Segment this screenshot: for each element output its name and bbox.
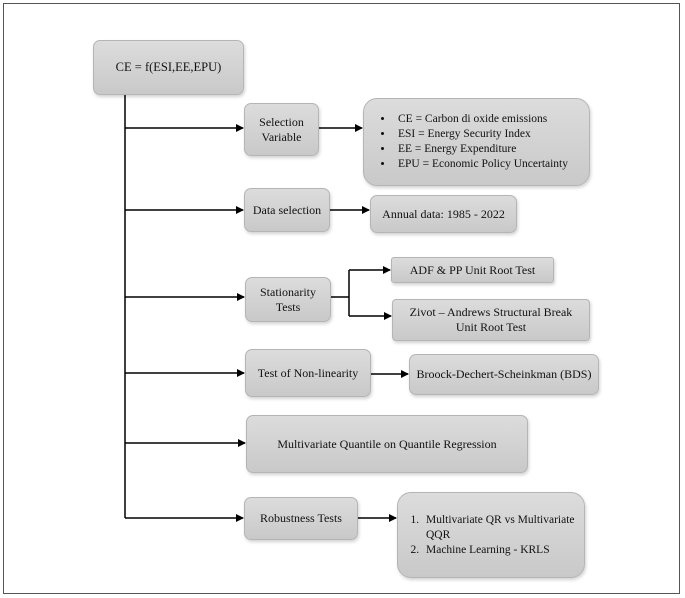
selection-variable-box: Selection Variable: [244, 103, 319, 156]
bds-label: Broock-Dechert-Scheinkman (BDS): [416, 367, 592, 381]
annual-data-label: Annual data: 1985 - 2022: [382, 206, 505, 221]
variable-esi: ESI = Energy Security Index: [394, 127, 568, 142]
zivot-andrews-box: Zivot – Andrews Structural Break Unit Ro…: [392, 299, 590, 341]
robustness-tests-label: Robustness Tests: [260, 511, 342, 525]
adf-pp-box: ADF & PP Unit Root Test: [391, 257, 554, 283]
variable-ce: CE = Carbon di oxide emissions: [394, 112, 568, 127]
stationarity-line-1: Stationarity: [260, 284, 316, 299]
mqqr-label: Multivariate Quantile on Quantile Regres…: [277, 436, 497, 451]
zivot-andrews-line-1: Zivot – Andrews Structural Break: [409, 305, 573, 319]
variable-epu: EPU = Economic Policy Uncertainty: [394, 157, 568, 172]
data-selection-label: Data selection: [252, 202, 322, 217]
annual-data-box: Annual data: 1985 - 2022: [370, 195, 517, 233]
non-linearity-box: Test of Non-linearity: [245, 349, 371, 397]
stationarity-tests-box: Stationarity Tests: [245, 277, 331, 322]
robustness-tests-box: Robustness Tests: [244, 497, 358, 540]
selection-variable-line-1: Selection: [259, 114, 304, 129]
zivot-andrews-line-2: Unit Root Test: [455, 320, 527, 334]
variables-definition-box: CE = Carbon di oxide emissions ESI = Ene…: [363, 98, 590, 186]
data-selection-box: Data selection: [244, 188, 330, 232]
stationarity-line-2: Tests: [275, 299, 301, 314]
selection-variable-line-2: Variable: [261, 129, 302, 144]
adf-pp-label: ADF & PP Unit Root Test: [409, 262, 536, 277]
robustness-methods-box: Multivariate QR vs Multivariate QQR Mach…: [397, 492, 585, 578]
root-equation-box: CE = f(ESI,EE,EPU): [93, 40, 244, 95]
robustness-methods-list: Multivariate QR vs Multivariate QQR Mach…: [398, 513, 584, 558]
bds-box: Broock-Dechert-Scheinkman (BDS): [409, 354, 599, 395]
variables-list: CE = Carbon di oxide emissions ESI = Ene…: [364, 112, 568, 172]
root-equation: CE = f(ESI,EE,EPU): [115, 60, 222, 74]
robustness-method-2: Machine Learning - KRLS: [422, 543, 584, 558]
variable-ee: EE = Energy Expenditure: [394, 142, 568, 157]
robustness-method-1: Multivariate QR vs Multivariate QQR: [422, 513, 584, 543]
figure-frame: [3, 3, 680, 594]
mqqr-box: Multivariate Quantile on Quantile Regres…: [246, 415, 528, 473]
non-linearity-label: Test of Non-linearity: [257, 365, 359, 380]
